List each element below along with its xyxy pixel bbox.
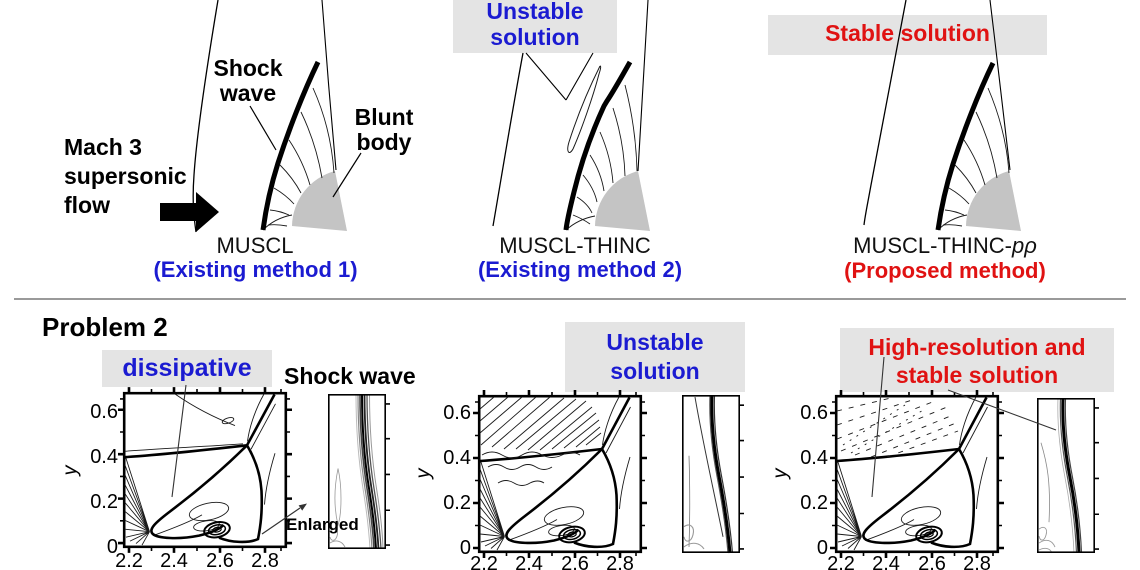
y-tick-label: 0.2 (800, 492, 828, 514)
unstable-solution-annotation-bottom: Unstable solution (606, 329, 704, 384)
stable-solution-box-bottom (840, 328, 1114, 392)
domain-outer-boundary (492, 52, 524, 227)
blunt-body-plot-muscl-thinc (492, 0, 650, 231)
instability-bulge-contour (567, 65, 602, 153)
blunt-body-plot-muscl (160, 0, 362, 233)
x-tick-label: 2.4 (515, 553, 543, 570)
flow-arrow-icon (160, 192, 219, 232)
enlarged-strip-dissipative (327, 393, 391, 550)
shock-wave-label: Shock wave (213, 55, 283, 106)
enlarged-strip-stable (1037, 397, 1100, 554)
x-tick-label: 2.2 (827, 553, 855, 570)
shock-wave-label-bottom: Shock wave (284, 363, 416, 389)
top-row-artwork (160, 0, 1021, 233)
domain-outer-boundary (863, 0, 907, 226)
problem-2-heading: Problem 2 (42, 312, 168, 342)
caption-italic-text: pρ (1012, 233, 1037, 258)
contour-fan (937, 87, 1010, 231)
caption-muscl-thinc-prho: MUSCL-THINC-pρ (820, 233, 1070, 259)
y-tick-label: 0.4 (443, 447, 471, 469)
contour-plot-dissipative (116, 385, 294, 555)
x-tick-label: 2.2 (115, 550, 143, 570)
unstable-solution-box-top (453, 0, 617, 53)
crisp-shock-band (1038, 397, 1083, 554)
x-tick-label: 2.8 (606, 553, 634, 570)
stable-solution-annotation-top: Stable solution (825, 20, 990, 46)
y-tick-label: 0.2 (443, 492, 471, 514)
blunt-body-plot-proposed (863, 0, 1021, 231)
subcaption-existing-method-2: (Existing method 2) (477, 257, 683, 282)
bottom-annotation-overlay (171, 356, 1057, 535)
blunt-body-leader-line (332, 152, 362, 198)
subcaption-existing-method-1: (Existing method 1) (153, 257, 358, 282)
blunt-body-label: Blunt body (354, 104, 414, 155)
bow-shock-unstable (563, 60, 633, 231)
x-tick-label: 2.2 (470, 553, 498, 570)
x-tick-label: 2.8 (963, 553, 991, 570)
stable-solution-box-top (768, 15, 1047, 55)
dissipative-box (102, 350, 272, 387)
caption-muscl-thinc: MUSCL-THINC (499, 233, 651, 258)
caption-muscl: MUSCL (216, 233, 294, 258)
stable-leader-line-plot (871, 356, 885, 498)
y-tick-label: 0 (459, 537, 471, 559)
subcaption-proposed-method: (Proposed method) (844, 258, 1046, 283)
x-tick-label: 2.4 (160, 550, 188, 570)
caption-main-text: MUSCL-THINC- (853, 233, 1013, 258)
fine-scale-contours (836, 396, 959, 458)
y-axis-label: y (412, 468, 435, 479)
contour-plot-unstable (471, 388, 649, 560)
y-tick-label: 0.6 (443, 402, 471, 424)
section-divider (14, 298, 1126, 300)
blunt-body-shape (595, 171, 650, 231)
domain-right-boundary (637, 0, 649, 172)
flow-condition-label: Mach 3 supersonic flow (64, 134, 187, 218)
y-tick-label: 0 (106, 536, 118, 558)
unstable-leader-lines (525, 52, 594, 101)
instability-oscillation-contours (479, 396, 602, 486)
enlarged-arrow-line (261, 507, 301, 535)
x-tick-label: 2.4 (872, 553, 900, 570)
y-tick-label: 0.6 (90, 401, 118, 423)
spurious-oblique-wave (694, 396, 724, 537)
bow-shock (935, 61, 996, 231)
y-tick-label: 0.4 (800, 447, 828, 469)
smeared-shock-band (329, 393, 384, 550)
bow-shock (260, 60, 321, 231)
blunt-body-shape (966, 171, 1021, 231)
dissipative-leader-line (171, 384, 187, 498)
unstable-solution-box-bottom (565, 322, 745, 392)
y-tick-label: 0 (816, 537, 828, 559)
unstable-solution-annotation-top: Unstable solution (486, 0, 584, 50)
dissipative-annotation: dissipative (122, 354, 252, 382)
blunt-body-shape (292, 171, 347, 231)
contour-plot-stable (828, 388, 1006, 560)
x-tick-label: 2.8 (251, 550, 279, 570)
dissipative-extra-contours (124, 393, 244, 452)
stable-leader-line-strip (947, 389, 1057, 431)
y-axis-label: y (769, 468, 792, 479)
x-tick-label: 2.6 (206, 550, 234, 570)
domain-right-boundary (989, 0, 1011, 171)
enlarged-label: Enlarged (286, 515, 359, 534)
stable-solution-annotation-bottom: High-resolution and stable solution (868, 334, 1086, 388)
y-tick-label: 0.2 (90, 491, 118, 513)
x-tick-label: 2.6 (561, 553, 589, 570)
y-tick-label: 0.6 (800, 402, 828, 424)
contour-fan (565, 84, 638, 231)
y-axis-label: y (59, 465, 82, 476)
x-tick-label: 2.6 (918, 553, 946, 570)
sharp-shock-band (683, 394, 734, 554)
shock-wave-leader-line (249, 105, 277, 151)
y-tick-label: 0.4 (90, 446, 118, 468)
enlarged-arrow-icon (298, 503, 307, 511)
enlarged-strip-unstable (681, 394, 745, 554)
domain-right-boundary (321, 0, 337, 171)
